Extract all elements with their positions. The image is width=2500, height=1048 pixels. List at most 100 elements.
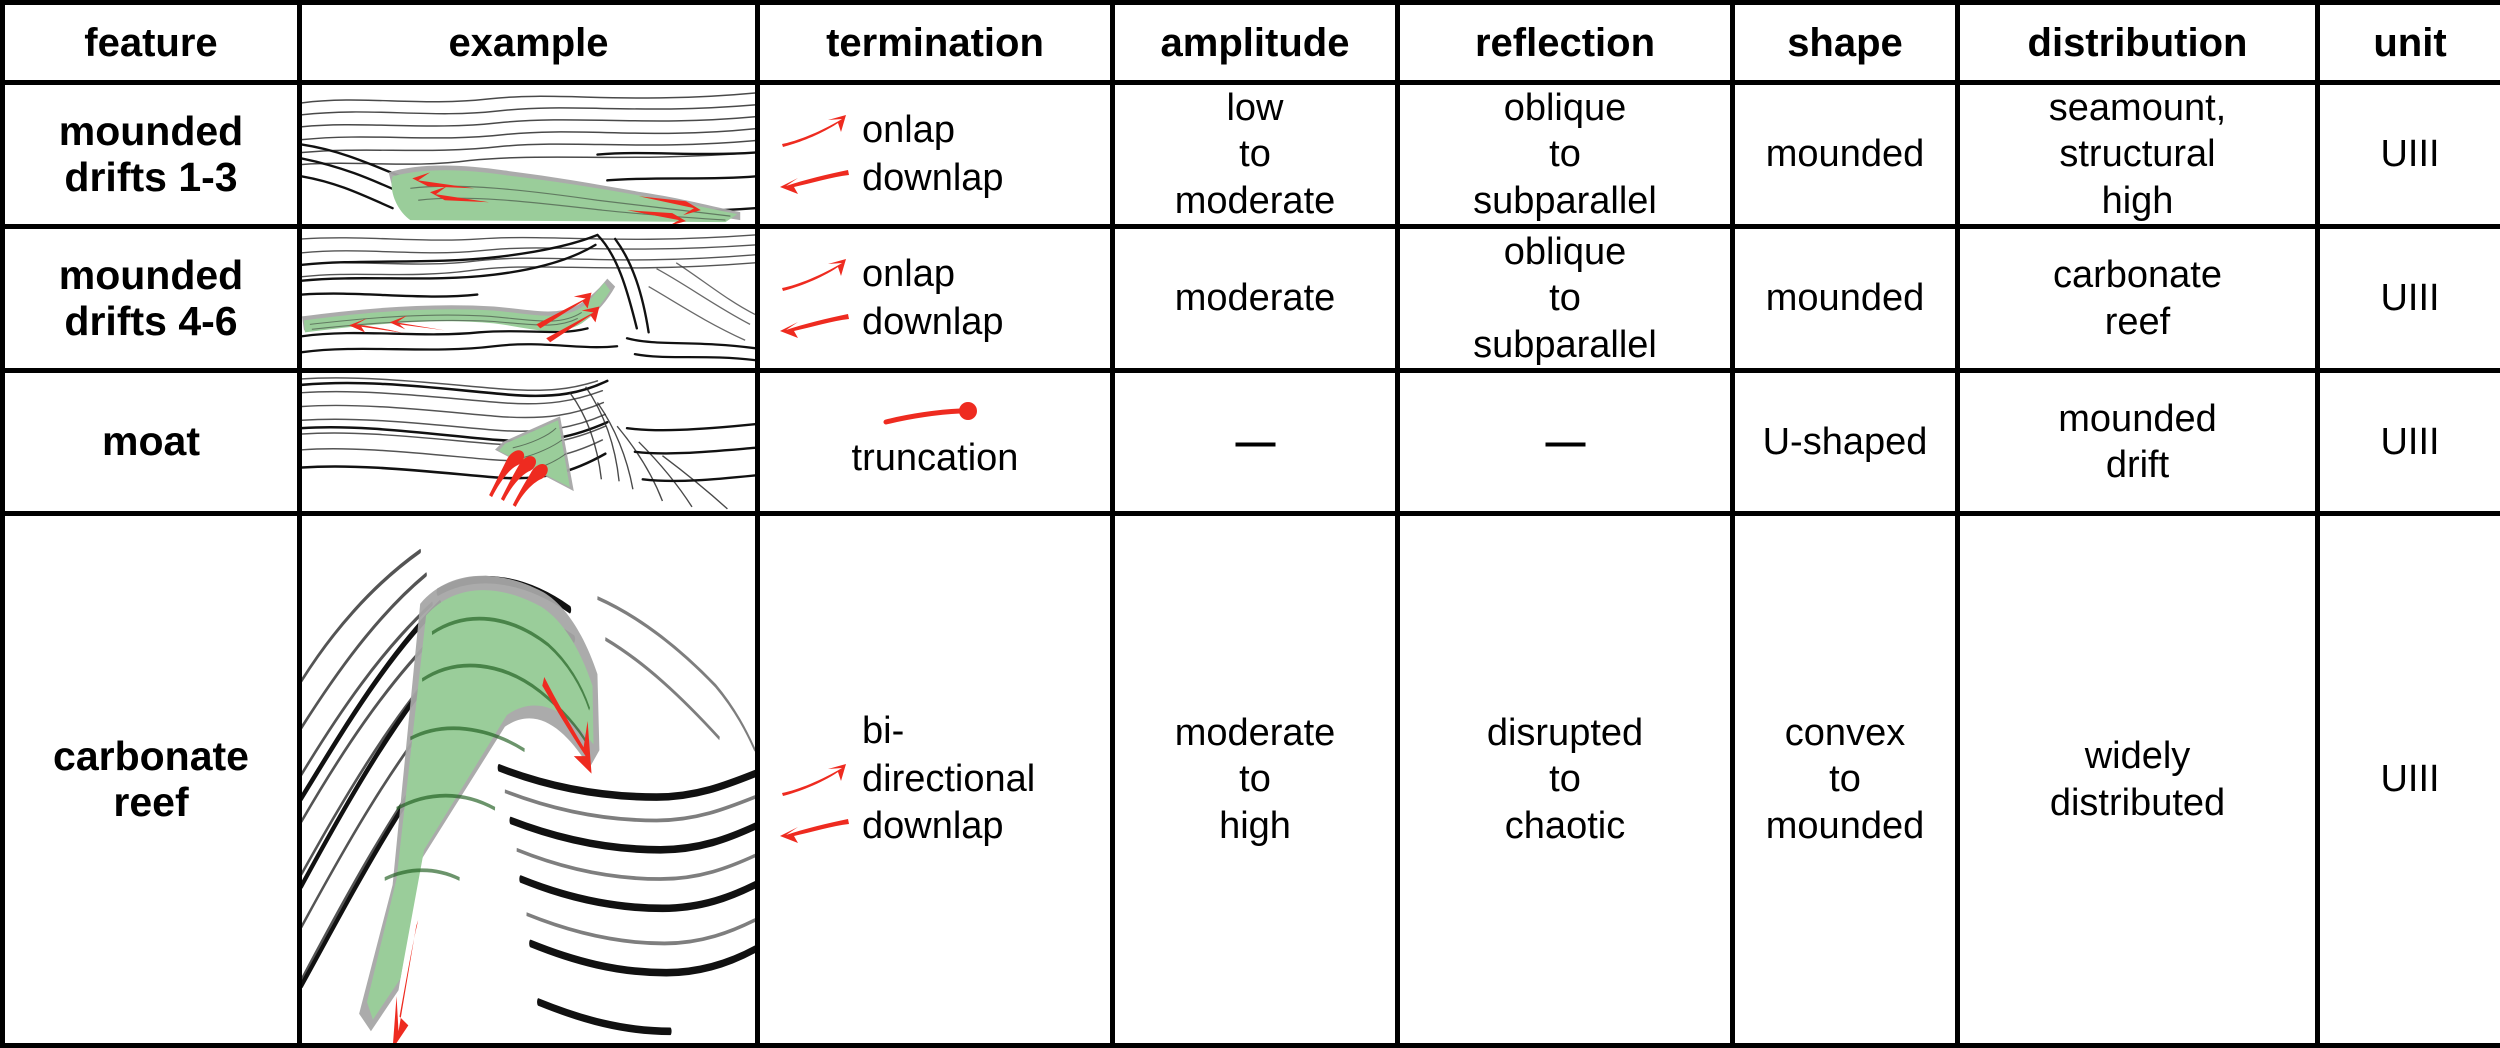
distribution-line: drift xyxy=(2105,444,2170,487)
column-header-feature: feature xyxy=(0,0,302,85)
column-header-distribution: distribution xyxy=(1955,0,2320,85)
column-header-label: unit xyxy=(2373,20,2447,65)
cell-distribution: carbonate reef xyxy=(1955,224,2320,374)
feature-label-line1: mounded xyxy=(58,107,244,154)
downlap-arrow-left-icon xyxy=(780,819,849,844)
cell-feature: mounded drifts 4-6 xyxy=(0,224,302,374)
shape-line: U-shaped xyxy=(1762,420,1928,463)
cell-feature: moat xyxy=(0,368,302,517)
red-arrow-group xyxy=(393,677,592,1041)
termination-label: onlap xyxy=(862,108,955,151)
termination-item-downlap: downlap xyxy=(778,804,1004,850)
distribution-line: carbonate xyxy=(2052,254,2222,297)
unit-line: UIII xyxy=(2380,133,2440,176)
termination-label: onlap xyxy=(862,253,955,296)
distribution-line: mounded xyxy=(2058,397,2217,440)
downlap-arrow-left-icon xyxy=(780,314,849,339)
cell-termination: onlap downlap xyxy=(755,79,1115,230)
termination-label: bi- xyxy=(862,710,905,753)
feature-label-line2: reef xyxy=(113,778,189,825)
seismic-section-image xyxy=(304,518,753,1041)
shape-line: mounded xyxy=(1765,804,1925,847)
table-row: carbonate reef xyxy=(0,511,2500,1048)
unit-line: UIII xyxy=(2380,420,2440,463)
onlap-arrow-up-right-icon xyxy=(782,114,846,147)
table-row: mounded drifts 4-6 xyxy=(0,224,2500,374)
red-arrow-group xyxy=(349,292,600,343)
termination-item-onlap: onlap xyxy=(778,252,955,298)
cell-amplitude: moderate xyxy=(1110,224,1400,374)
distribution-line: structural xyxy=(2059,133,2216,176)
distribution-line: distributed xyxy=(2049,781,2226,824)
column-header-amplitude: amplitude xyxy=(1110,0,1400,85)
table-row: moat xyxy=(0,368,2500,517)
amplitude-line: to xyxy=(1239,133,1271,176)
cell-example xyxy=(297,368,760,517)
cell-amplitude: — xyxy=(1110,368,1400,517)
cell-example xyxy=(297,511,760,1048)
termination-list: onlap downlap xyxy=(763,252,1108,345)
cell-example xyxy=(297,79,760,230)
onlap-arrow-up-right-icon xyxy=(782,763,846,796)
termination-item-onlap: onlap xyxy=(778,108,955,154)
reflection-line: to xyxy=(1549,277,1581,320)
reflection-line: — xyxy=(1545,419,1586,464)
cell-shape: mounded xyxy=(1730,79,1960,230)
termination-list: onlap downlap xyxy=(763,108,1108,201)
cell-shape: mounded xyxy=(1730,224,1960,374)
column-header-label: amplitude xyxy=(1160,20,1350,65)
feature-label-line2: drifts 4-6 xyxy=(64,297,238,344)
termination-list: truncation xyxy=(763,402,1108,482)
cell-termination: onlap downlap xyxy=(755,224,1115,374)
amplitude-line: to xyxy=(1239,758,1271,801)
termination-item-truncation: truncation xyxy=(852,402,1018,482)
unit-line: UIII xyxy=(2380,277,2440,320)
reflection-line: to xyxy=(1549,133,1581,176)
cell-termination: bi- directional downlap xyxy=(755,511,1115,1048)
red-arrow-group xyxy=(489,450,548,508)
seismic-drawing-moat xyxy=(304,375,753,509)
cell-reflection: — xyxy=(1395,368,1735,517)
cell-shape: U-shaped xyxy=(1730,368,1960,517)
termination-item-directional: directional xyxy=(778,757,1035,803)
cell-reflection: oblique to subparallel xyxy=(1395,79,1735,230)
cell-amplitude: moderate to high xyxy=(1110,511,1400,1048)
cell-termination: truncation xyxy=(755,368,1115,517)
column-header-label: shape xyxy=(1787,20,1903,65)
termination-label: downlap xyxy=(862,300,1004,343)
amplitude-line: low xyxy=(1226,87,1284,129)
reflection-line: oblique xyxy=(1503,87,1627,129)
amplitude-line: — xyxy=(1235,419,1276,464)
distribution-line: seamount, xyxy=(2048,87,2227,129)
feature-label-line2: drifts 1-3 xyxy=(64,153,238,200)
reflection-line: subparallel xyxy=(1473,179,1657,222)
downlap-arrow-left-icon xyxy=(780,170,849,195)
column-header-termination: termination xyxy=(755,0,1115,85)
table-row: mounded drifts 1-3 xyxy=(0,79,2500,230)
shape-line: mounded xyxy=(1765,133,1925,176)
termination-list: bi- directional downlap xyxy=(763,709,1108,850)
cell-example xyxy=(297,224,760,374)
cell-shape: convex to mounded xyxy=(1730,511,1960,1048)
seismic-drawing-carbonate-reef xyxy=(304,518,753,1041)
cell-distribution: seamount, structural high xyxy=(1955,79,2320,230)
cell-distribution: mounded drift xyxy=(1955,368,2320,517)
cell-reflection: oblique to subparallel xyxy=(1395,224,1735,374)
shape-line: convex xyxy=(1784,711,1906,754)
reflection-line: to xyxy=(1549,758,1581,801)
seismic-section-image xyxy=(304,375,753,509)
feature-label-line1: carbonate xyxy=(53,732,249,779)
unit-line: UIII xyxy=(2380,758,2440,801)
termination-item-bi: bi- xyxy=(778,709,904,755)
cell-feature: carbonate reef xyxy=(0,511,302,1048)
amplitude-line: moderate xyxy=(1174,179,1336,222)
seismic-section-image xyxy=(304,231,753,366)
onlap-arrow-up-right-icon xyxy=(782,258,846,291)
cell-distribution: widely distributed xyxy=(1955,511,2320,1048)
seismic-section-image xyxy=(304,87,753,222)
column-header-label: example xyxy=(448,20,609,65)
column-header-reflection: reflection xyxy=(1395,0,1735,85)
distribution-line: widely xyxy=(2084,735,2191,778)
distribution-line: high xyxy=(2101,179,2174,222)
